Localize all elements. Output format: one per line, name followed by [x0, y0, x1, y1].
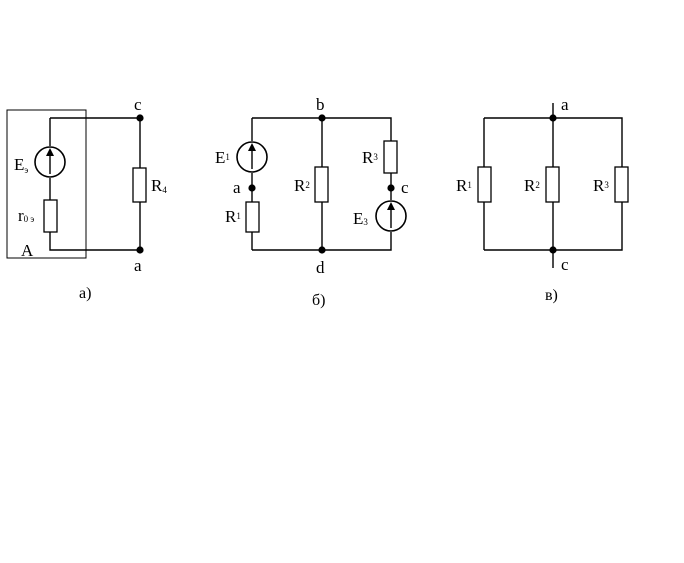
node-b-dot — [318, 114, 326, 122]
resistor-r1 — [245, 201, 260, 233]
circuit-a: c a Eэ r0 э R4 A a) — [6, 95, 167, 302]
source-e1-label: E1 — [215, 148, 230, 167]
node-b-label: b — [316, 95, 325, 114]
resistor-r0e-label: r0 э — [18, 206, 34, 225]
node-a-label: a — [134, 256, 142, 275]
node-c-dot — [136, 114, 144, 122]
node-c-label: c — [561, 255, 569, 274]
circuit-a-loop-wire — [49, 117, 141, 251]
circuit-c: a c R1 R2 R3 в) — [456, 95, 629, 304]
resistor-r4 — [132, 167, 147, 203]
source-e3-label: E3 — [353, 209, 368, 228]
resistor-r1-label: R1 — [225, 207, 241, 226]
node-a-label: a — [233, 178, 241, 197]
node-a-dot — [549, 114, 557, 122]
circuit-c-bottom-wire — [484, 202, 623, 251]
resistor-r3-label: R3 — [593, 176, 609, 195]
source-e1 — [236, 141, 268, 173]
node-a-label: a — [561, 95, 569, 114]
source-e3 — [375, 200, 407, 232]
source-e-eq-label: Eэ — [14, 155, 28, 175]
equivalent-source-box — [6, 109, 87, 259]
resistor-r2 — [314, 166, 329, 203]
resistor-r1 — [477, 166, 492, 203]
node-a-dot — [136, 246, 144, 254]
resistor-r2-label: R2 — [524, 176, 540, 195]
resistor-r2 — [545, 166, 560, 203]
node-d-dot — [318, 246, 326, 254]
circuit-b-top-wire — [252, 117, 392, 141]
circuit-b-bottom-wire — [252, 232, 392, 251]
caption-a: a) — [79, 285, 91, 302]
circuit-b: b d a c E1 E3 R1 R2 R3 б) — [215, 95, 409, 309]
node-c-label: c — [401, 178, 409, 197]
source-box-label: A — [21, 241, 34, 260]
node-d-label: d — [316, 258, 325, 277]
resistor-r4-label: R4 — [151, 176, 167, 195]
resistor-r1-label: R1 — [456, 176, 472, 195]
node-c-dot — [549, 246, 557, 254]
circuit-c-top-wire — [484, 117, 623, 167]
resistor-r3 — [614, 166, 629, 203]
node-a-dot — [248, 184, 256, 192]
resistor-r3-label: R3 — [362, 148, 378, 167]
node-c-label: c — [134, 95, 142, 114]
resistor-r0e — [43, 199, 58, 233]
node-c-dot — [387, 184, 395, 192]
resistor-r2-label: R2 — [294, 176, 310, 195]
source-e-eq — [34, 146, 66, 178]
resistor-r3 — [383, 140, 398, 174]
caption-b: б) — [312, 292, 325, 309]
caption-c: в) — [545, 287, 558, 304]
